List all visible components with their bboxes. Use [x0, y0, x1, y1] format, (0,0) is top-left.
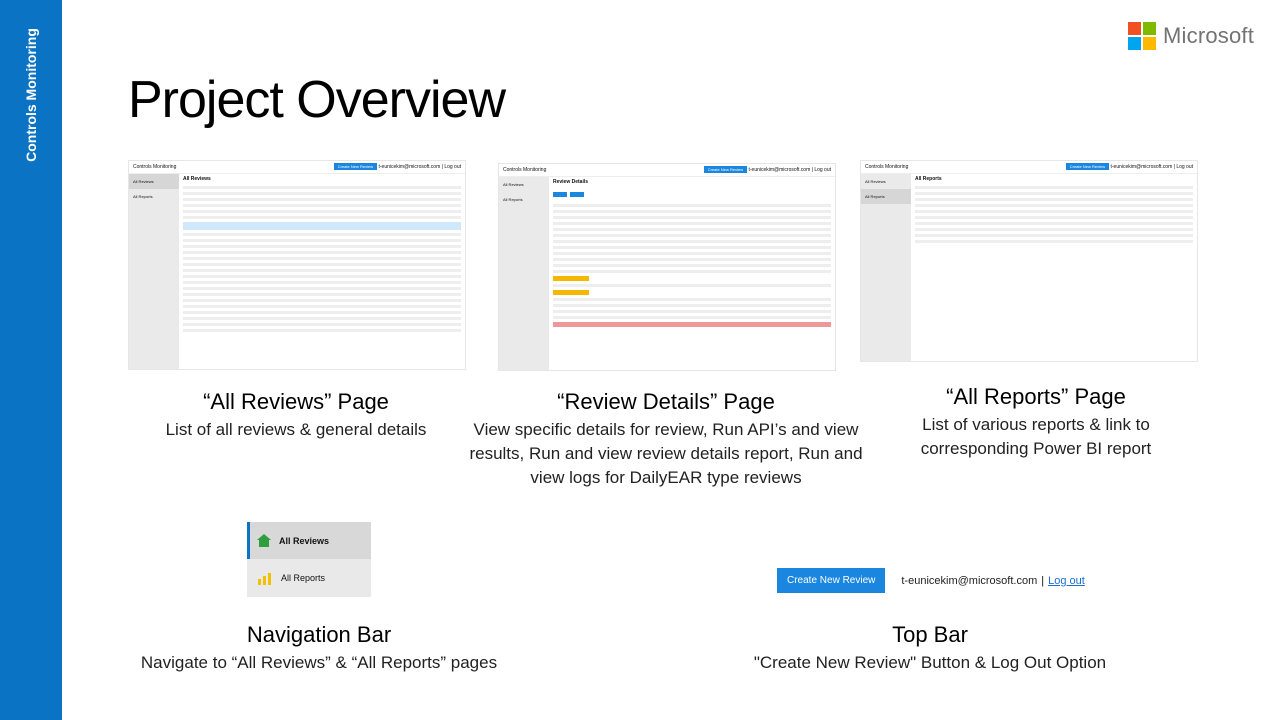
thumb-nav-reports: All Reports: [503, 197, 523, 202]
thumb-nav-reviews: All Reviews: [865, 179, 886, 184]
review-details-screenshot: Controls Monitoring Create New Review t-…: [498, 163, 836, 371]
all-reviews-screenshot: Controls Monitoring Create New Review t-…: [128, 160, 466, 370]
user-email: t-eunicekim@microsoft.com: [901, 574, 1038, 587]
caption-top-bar-desc: "Create New Review" Button & Log Out Opt…: [753, 653, 1107, 672]
thumb-create-button: Create New Review: [333, 163, 378, 170]
caption-all-reviews-title: “All Reviews” Page: [203, 389, 389, 414]
caption-top-bar-title: Top Bar: [892, 622, 968, 647]
all-reports-screenshot: Controls Monitoring Create New Review t-…: [860, 160, 1198, 362]
thumb-app-name: Controls Monitoring: [133, 164, 177, 170]
thumb-user-link: t-eunicekim@microsoft.com | Log out: [748, 167, 831, 173]
page-title: Project Overview: [128, 71, 506, 129]
nav-item-label: All Reviews: [279, 535, 330, 546]
log-out-link[interactable]: Log out: [1048, 574, 1085, 587]
caption-review-details-title: “Review Details” Page: [557, 389, 775, 414]
caption-all-reports-desc: List of various reports & link to corres…: [920, 415, 1152, 458]
microsoft-logo-icon: [1128, 22, 1156, 50]
caption-all-reports-title: “All Reports” Page: [946, 384, 1126, 409]
nav-item-label: All Reports: [281, 572, 326, 583]
thumb-nav-reports: All Reports: [861, 189, 911, 204]
nav-item-all-reports[interactable]: All Reports: [247, 559, 371, 596]
thumb-nav-reviews: All Reviews: [129, 174, 179, 189]
side-banner-label: Controls Monitoring: [23, 28, 39, 162]
thumb-user-link: t-eunicekim@microsoft.com | Log out: [1110, 164, 1193, 170]
nav-item-all-reviews[interactable]: All Reviews: [247, 522, 371, 559]
caption-navigation-bar-desc: Navigate to “All Reviews” & “All Reports…: [140, 653, 498, 672]
top-bar-preview: Create New Review t-eunicekim@microsoft.…: [777, 568, 1085, 593]
thumb-heading: All Reviews: [183, 176, 211, 182]
side-banner: Controls Monitoring: [0, 0, 62, 720]
thumb-nav: All Reviews All Reports: [499, 177, 549, 370]
microsoft-logo: Microsoft: [1128, 22, 1254, 50]
separator: |: [1041, 574, 1045, 587]
thumb-nav-reports: All Reports: [133, 194, 153, 199]
caption-review-details-desc: View specific details for review, Run AP…: [469, 420, 863, 487]
caption-navigation-bar-title: Navigation Bar: [246, 622, 392, 647]
thumb-create-button: Create New Review: [1065, 163, 1110, 170]
thumb-heading: All Reports: [915, 176, 942, 182]
thumb-app-name: Controls Monitoring: [503, 167, 547, 173]
thumb-nav: All Reviews All Reports: [861, 174, 911, 361]
home-icon: [257, 534, 271, 547]
thumb-user-link: t-eunicekim@microsoft.com | Log out: [378, 164, 461, 170]
thumb-app-name: Controls Monitoring: [865, 164, 909, 170]
thumb-nav-reviews: All Reviews: [503, 182, 524, 187]
create-new-review-button[interactable]: Create New Review: [777, 568, 886, 593]
bar-chart-icon: [258, 572, 271, 585]
thumb-create-button: Create New Review: [703, 166, 748, 173]
microsoft-logo-text: Microsoft: [1163, 23, 1255, 48]
navigation-bar-preview: All Reviews All Reports: [247, 522, 371, 597]
thumb-heading: Review Details: [553, 179, 589, 185]
thumb-nav: All Reviews All Reports: [129, 174, 179, 369]
caption-all-reviews-desc: List of all reviews & general details: [165, 420, 427, 439]
